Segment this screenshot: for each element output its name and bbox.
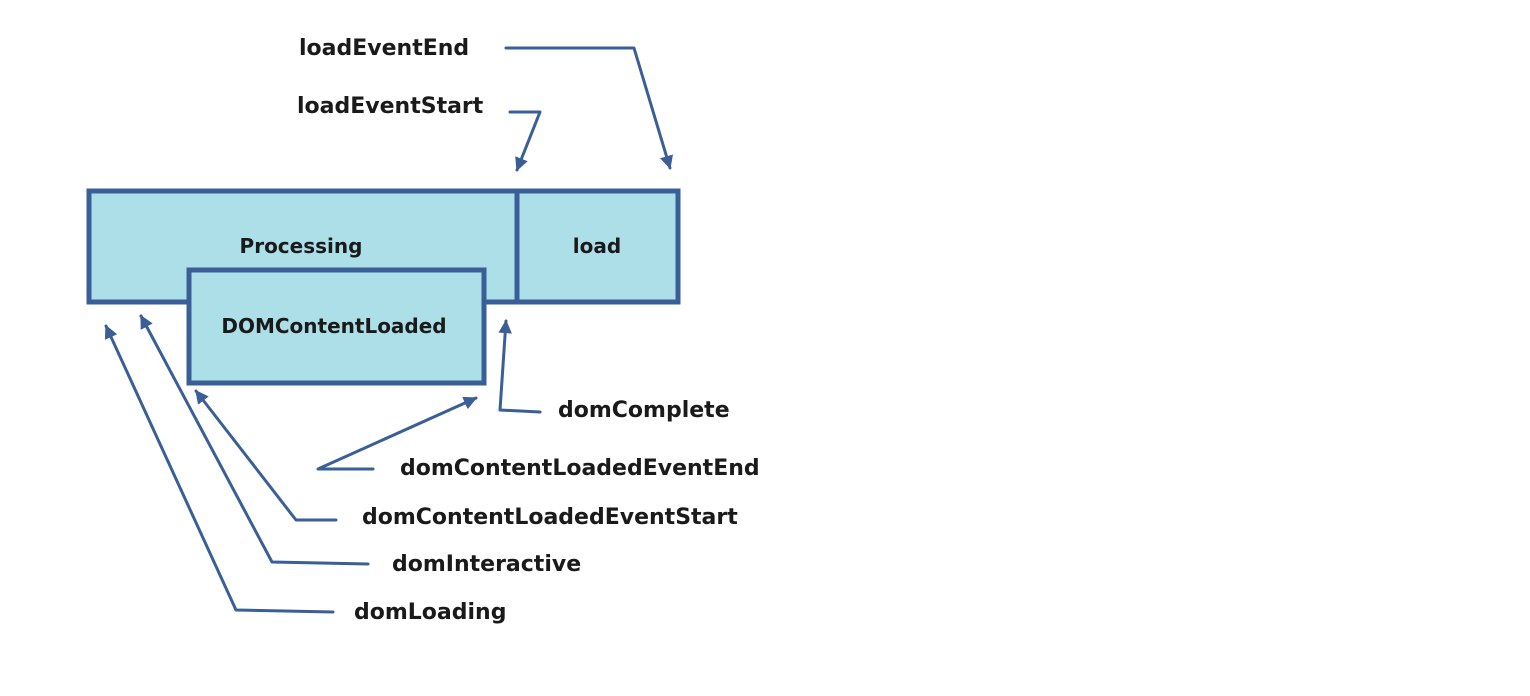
dom-interactive-arrow bbox=[139, 314, 370, 566]
processing-label: Processing bbox=[240, 234, 363, 258]
load-box bbox=[514, 188, 681, 305]
dom-loading-arrow bbox=[104, 324, 335, 614]
dom-content-loaded-box bbox=[186, 267, 487, 386]
dom-complete-label: domComplete bbox=[558, 398, 730, 423]
dom-loading-label: domLoading bbox=[354, 600, 506, 625]
load-event-end-arrow bbox=[504, 46, 673, 170]
load-event-start-arrow bbox=[508, 110, 542, 172]
dom-complete-arrow bbox=[498, 319, 542, 414]
dom-content-loaded-event-start-arrow bbox=[194, 389, 338, 522]
load-event-start-label: loadEventStart bbox=[297, 94, 484, 119]
dom-content-loaded-event-start-label: domContentLoadedEventStart bbox=[362, 505, 738, 530]
dom-interactive-label: domInteractive bbox=[392, 552, 581, 577]
load-label: load bbox=[573, 234, 621, 258]
load-event-end-label: loadEventEnd bbox=[299, 36, 469, 61]
dom-content-loaded-label: DOMContentLoaded bbox=[221, 314, 446, 338]
dom-content-loaded-event-end-arrow bbox=[316, 396, 478, 471]
dom-content-loaded-event-end-label: domContentLoadedEventEnd bbox=[400, 456, 760, 481]
